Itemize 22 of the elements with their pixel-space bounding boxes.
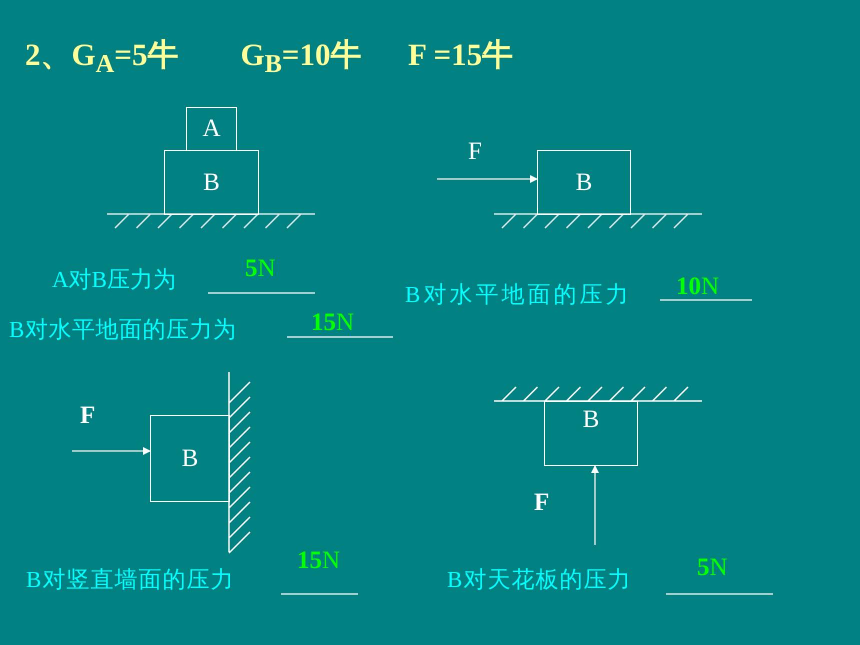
answer-text: 5N (245, 256, 276, 281)
question-text: B对水平地面的压力 (405, 283, 632, 306)
block: B (150, 415, 230, 502)
force-arrow (591, 465, 599, 545)
answer-text: 15N (311, 310, 354, 335)
block: B (537, 150, 631, 215)
block: B (544, 401, 638, 466)
answer-text: 15N (297, 548, 340, 573)
block: A (186, 107, 237, 151)
answer-text: 5N (697, 555, 728, 580)
question-text: A对B压力为 (52, 268, 176, 291)
force-label: F (80, 403, 96, 428)
force-arrow (72, 447, 151, 455)
title: 2、G$_{A}$=5牛 G$_{B}$=10牛 F =15牛 (25, 36, 514, 80)
force-label: F (534, 490, 550, 515)
question-text: B对天花板的压力 (447, 568, 632, 591)
force-arrow (437, 175, 538, 183)
question-text: B对水平地面的压力为 (9, 318, 236, 341)
force-label: F (468, 139, 482, 164)
answer-text: 10N (676, 274, 720, 299)
question-text: B对竖直墙面的压力 (26, 568, 234, 591)
block: B (164, 150, 259, 215)
